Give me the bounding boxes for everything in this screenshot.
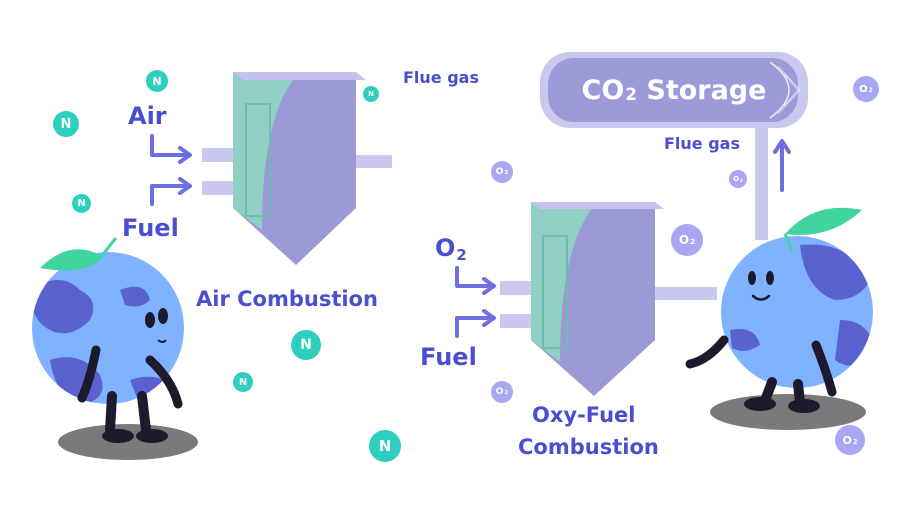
nitrogen-molecule-icon: N bbox=[291, 330, 321, 360]
fuel-input-label-left: Fuel bbox=[122, 214, 179, 242]
nitrogen-molecule-icon: N bbox=[233, 372, 253, 392]
o2-input-label: O2 bbox=[435, 234, 467, 264]
oxy-fuel-label-line1: Oxy-Fuel bbox=[532, 403, 636, 427]
air-combustion-label: Air Combustion bbox=[196, 287, 378, 311]
flow-arrow-icon bbox=[150, 134, 192, 164]
nitrogen-molecule-icon: N bbox=[363, 86, 379, 102]
fuel-input-label-right: Fuel bbox=[420, 343, 477, 371]
nitrogen-molecule-icon: N bbox=[72, 194, 91, 213]
flue-gas-label-right: Flue gas bbox=[664, 134, 740, 153]
earth-character-left bbox=[32, 237, 198, 460]
air-input-label: Air bbox=[128, 102, 167, 130]
nitrogen-molecule-icon: N bbox=[53, 111, 79, 137]
oxy-fuel-label-line2: Combustion bbox=[518, 435, 659, 459]
flue-gas-label-left: Flue gas bbox=[403, 68, 479, 87]
flow-arrow-icon bbox=[150, 177, 192, 206]
air-combustion-burner bbox=[202, 72, 392, 265]
oxy-fuel-burner bbox=[500, 202, 717, 396]
flow-arrow-icon bbox=[455, 266, 496, 295]
co2-storage-tank bbox=[540, 52, 808, 240]
flow-arrow-icon bbox=[773, 139, 791, 192]
nitrogen-molecule-icon: N bbox=[146, 70, 168, 92]
earth-character-right bbox=[685, 207, 873, 430]
flow-arrow-icon bbox=[455, 309, 496, 338]
nitrogen-molecule-icon: N bbox=[369, 430, 401, 462]
